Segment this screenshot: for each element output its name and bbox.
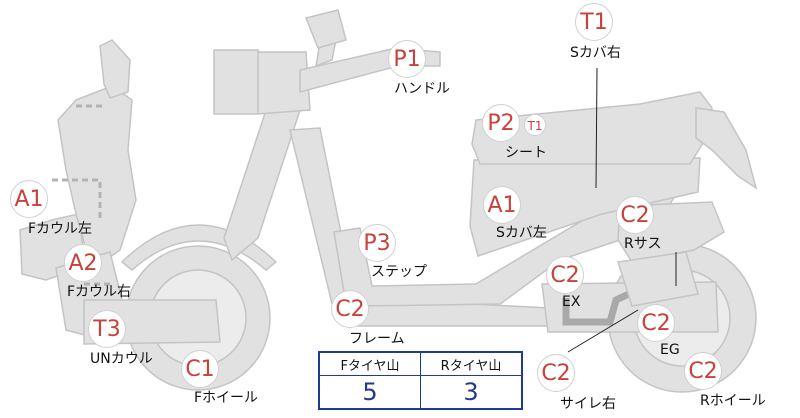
rear-tail	[695, 107, 758, 190]
part-label-step: ステップ	[371, 264, 427, 280]
part-label-under-cowl: UNカウル	[90, 351, 153, 367]
part-marker-t1-right: T1	[575, 3, 613, 41]
part-marker-a2: A2	[64, 244, 102, 282]
part-label-exhaust: EX	[562, 294, 581, 310]
part-label-rear-suspension: Rサス	[624, 236, 662, 252]
part-marker-p1: P1	[388, 40, 426, 78]
part-marker-c2-rear-wheel: C2	[684, 352, 722, 390]
part-label-frame: フレーム	[349, 331, 405, 347]
part-label-engine: EG	[660, 342, 680, 358]
front-top-bracket	[99, 39, 131, 99]
exhaust-body	[617, 251, 699, 307]
part-marker-t3: T3	[88, 310, 126, 348]
side-cover	[469, 157, 701, 257]
part-label-handle: ハンドル	[394, 81, 450, 97]
part-marker-p2: P2	[482, 104, 520, 142]
part-marker-a1-front: A1	[10, 180, 48, 218]
part-label-front-cowl-left: Fカウル左	[28, 221, 93, 237]
rear-tire-value: 3	[420, 375, 523, 410]
front-fork	[223, 103, 304, 262]
part-marker-a1-side: A1	[483, 186, 521, 224]
part-label-s-cover-left: Sカバ左	[496, 225, 547, 241]
part-label-seat: シート	[505, 145, 547, 161]
headlight-lens	[257, 51, 311, 115]
part-marker-t1-small: T1	[524, 114, 546, 136]
dashed-line-middle	[52, 178, 102, 218]
front-tire-header: Fタイヤ山	[318, 351, 421, 376]
part-marker-c2-engine: C2	[637, 304, 675, 342]
part-marker-c1: C1	[181, 350, 219, 388]
leader-line-silencer	[567, 309, 639, 353]
part-label-front-cowl-right: Fカウル右	[67, 284, 132, 300]
tire-tread-table: Fタイヤ山 Rタイヤ山 5 3	[318, 351, 523, 410]
part-marker-c2-frame: C2	[331, 290, 369, 328]
mirror-head	[304, 9, 347, 49]
leader-line-s-cover-right	[595, 67, 598, 189]
front-tire-value: 5	[318, 375, 421, 410]
front-shield	[57, 85, 137, 272]
part-marker-c2-exhaust: C2	[546, 256, 584, 294]
part-marker-p3: P3	[358, 224, 396, 262]
part-label-rear-wheel: Rホイール	[700, 393, 766, 409]
rear-tire-header: Rタイヤ山	[420, 351, 523, 376]
part-label-s-cover-right: Sカバ右	[570, 45, 621, 61]
part-marker-c2-silencer: C2	[537, 354, 575, 392]
exhaust-pipe	[562, 282, 648, 326]
part-label-front-wheel: Fホイール	[194, 390, 259, 406]
part-marker-c2-rear-suspension: C2	[616, 196, 654, 234]
part-label-silencer-right: サイレ右	[560, 396, 616, 412]
